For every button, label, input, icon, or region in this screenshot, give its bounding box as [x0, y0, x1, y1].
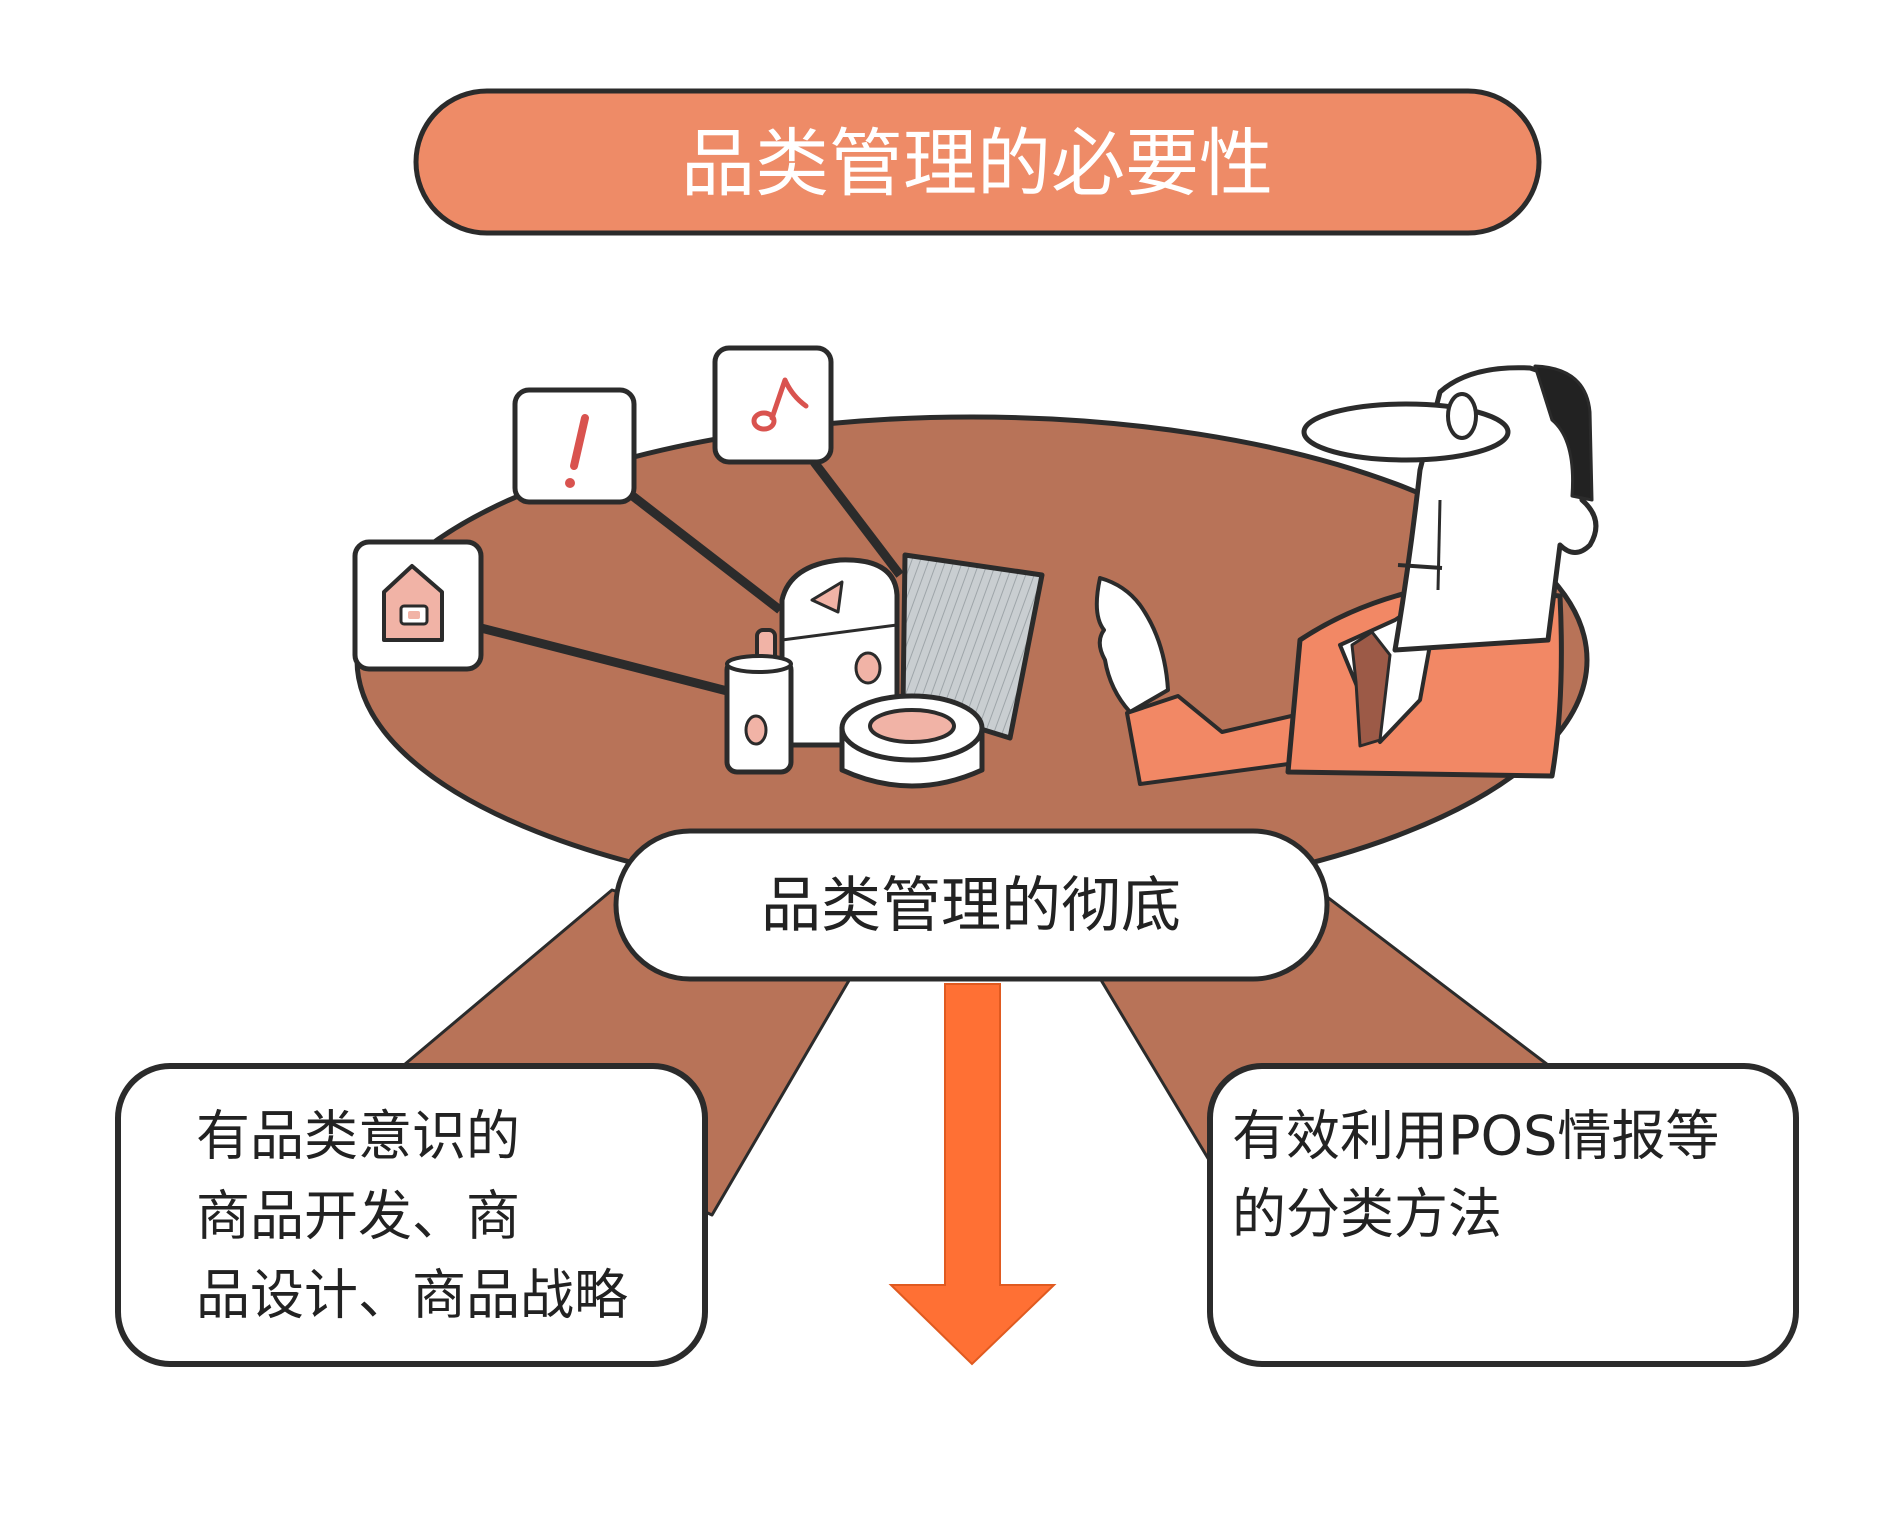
nose-line: [1436, 499, 1442, 591]
title-banner: 品类管理的必要性: [413, 88, 1542, 236]
document-sheet: [900, 552, 1045, 741]
connector-exclamation: [627, 490, 783, 614]
pointing-hand: [1094, 576, 1170, 714]
center-pill-frame: [613, 828, 1330, 982]
right-info-box: 有效利用POS情报等 的分类方法: [1207, 1063, 1799, 1367]
products-group: [724, 552, 1045, 789]
music-note-icon: [751, 377, 809, 432]
down-arrow: [888, 983, 1057, 1366]
left-box-frame: [115, 1063, 708, 1367]
center-label-pill: 品类管理的彻底: [613, 828, 1330, 982]
mouth: [1397, 563, 1443, 570]
exclamation-icon: [565, 414, 589, 488]
tape-roll: [839, 693, 985, 789]
center-label: 品类管理的彻底: [761, 871, 1181, 941]
container-box: [779, 557, 900, 748]
page-title: 品类管理的必要性: [681, 121, 1273, 207]
connector-house: [479, 623, 737, 698]
eye: [1446, 392, 1478, 440]
right-box-line-2: 的分类方法: [1232, 1183, 1502, 1246]
bottle: [724, 628, 794, 775]
man-figure: [1094, 364, 1599, 786]
title-pill: [413, 88, 1542, 236]
right-box-line-1: 有效利用POS情报等: [1232, 1105, 1719, 1168]
house-icon: [382, 564, 444, 642]
left-info-box: 有品类意识的 商品开发、商 品设计、商品战略: [115, 1063, 708, 1367]
icon-box-frame: [712, 345, 834, 465]
left-box-line-2: 商品开发、商: [196, 1185, 520, 1248]
hair: [1533, 364, 1594, 502]
left-box-line-1: 有品类意识的: [196, 1105, 520, 1168]
right-box-frame: [1207, 1063, 1799, 1367]
connector-note: [810, 459, 904, 578]
connector-lines: [479, 459, 904, 698]
music-note-icon-box: [712, 345, 834, 465]
house-icon-box: [352, 539, 484, 672]
exclamation-icon-box: [512, 387, 637, 505]
left-box-line-3: 品设计、商品战略: [196, 1264, 628, 1327]
necktie: [1350, 630, 1392, 748]
